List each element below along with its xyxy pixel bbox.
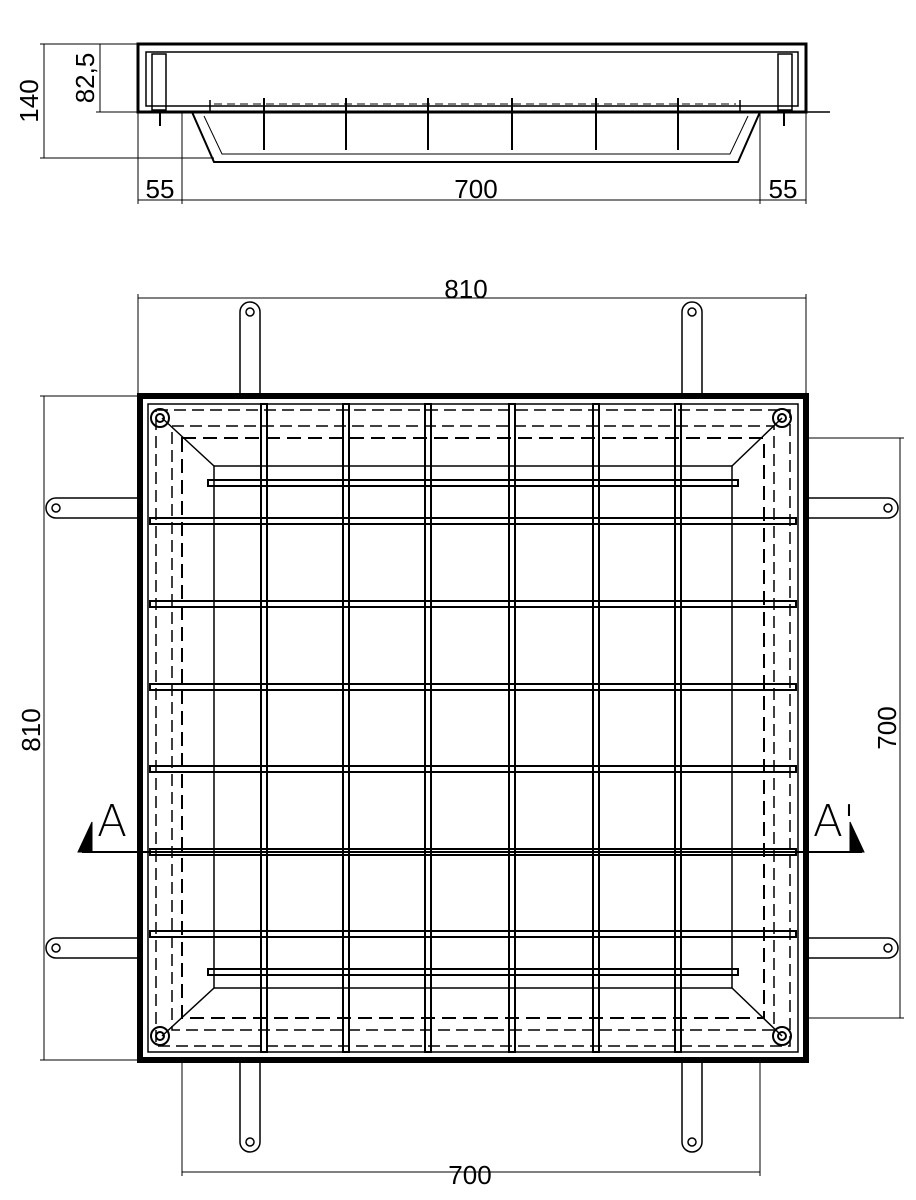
plan-anchor-lugs [45, 301, 899, 1153]
plan-hidden-outline-2 [171, 425, 775, 1031]
section-dim-height: 140 [14, 79, 44, 122]
section-frame-inner [145, 51, 799, 107]
plan-view [40, 294, 904, 1176]
plan-corner-bolts [150, 408, 792, 1046]
section-view [40, 42, 830, 204]
plan-horizontal-bars [149, 479, 797, 976]
section-left-lug [151, 53, 167, 111]
section-arrow-left [77, 821, 93, 853]
section-dim-right-flange: 55 [769, 174, 798, 204]
section-dim-frame-height: 82,5 [70, 53, 100, 104]
section-frame-outer [136, 42, 808, 114]
section-marker-right: A' [813, 796, 855, 847]
plan-frame-inner [147, 403, 799, 1053]
plan-dim-opening-height: 700 [872, 706, 902, 749]
plan-hidden-outline-1 [155, 409, 791, 1047]
plan-dim-overall-width: 810 [444, 274, 487, 304]
plan-basket-bottom [213, 465, 733, 989]
plan-dim-overall-height: 810 [16, 708, 46, 751]
section-marker-left: A [97, 796, 127, 847]
plan-hidden-outline-3 [181, 437, 765, 1019]
section-dim-opening: 700 [454, 174, 497, 204]
section-dim-left-flange: 55 [146, 174, 175, 204]
plan-vertical-bars [260, 403, 682, 1053]
section-right-lug [777, 53, 793, 111]
plan-frame-outer [137, 393, 809, 1063]
plan-dim-opening-width: 700 [448, 1160, 491, 1190]
section-basket [191, 111, 761, 163]
section-arrow-right [849, 821, 865, 853]
